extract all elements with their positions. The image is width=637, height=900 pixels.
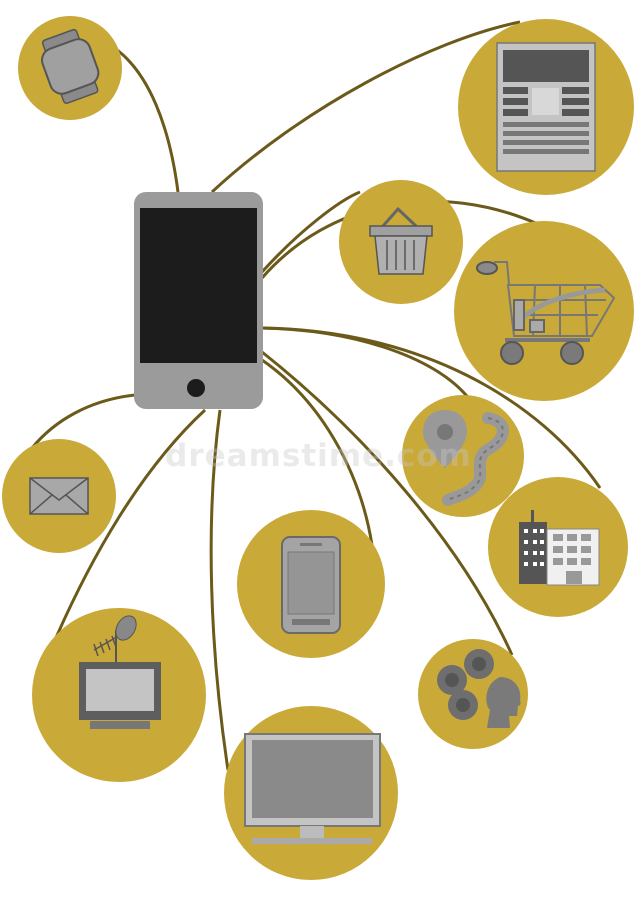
connector-monitor — [209, 409, 230, 771]
connector-buildings — [261, 326, 602, 489]
connector-watch — [109, 43, 180, 193]
basket-circle — [339, 180, 463, 304]
newspaper-icon — [496, 42, 596, 172]
map-pin-route-icon — [423, 410, 509, 506]
cart-circle — [454, 221, 634, 401]
smartphone-icon — [134, 192, 263, 409]
social-circle — [418, 639, 528, 749]
newspaper-circle — [458, 19, 634, 195]
satellite-tv-icon — [79, 615, 161, 729]
connector-envelope — [30, 393, 136, 449]
connector-social — [261, 350, 514, 656]
buildings-circle — [488, 477, 628, 617]
monitor-circle — [224, 706, 398, 880]
connector-lines — [30, 20, 602, 771]
computer-monitor-icon — [244, 733, 381, 844]
connector-basket — [260, 190, 361, 274]
social-network-icon — [437, 649, 521, 728]
city-buildings-icon — [519, 510, 600, 586]
envelope-icon — [29, 477, 89, 515]
shopping-basket-icon — [369, 206, 433, 275]
connector-tv — [53, 408, 207, 641]
mobile-phone-icon — [281, 536, 341, 634]
connector-phone — [261, 358, 374, 546]
watch-icon — [41, 28, 100, 105]
watch-circle — [18, 16, 122, 120]
phone-circle — [237, 510, 385, 658]
envelope-circle — [2, 439, 116, 553]
connector-newspaper — [210, 20, 521, 194]
map-circle — [402, 395, 524, 517]
tv-circle — [32, 608, 206, 782]
shopping-cart-icon — [476, 261, 616, 365]
